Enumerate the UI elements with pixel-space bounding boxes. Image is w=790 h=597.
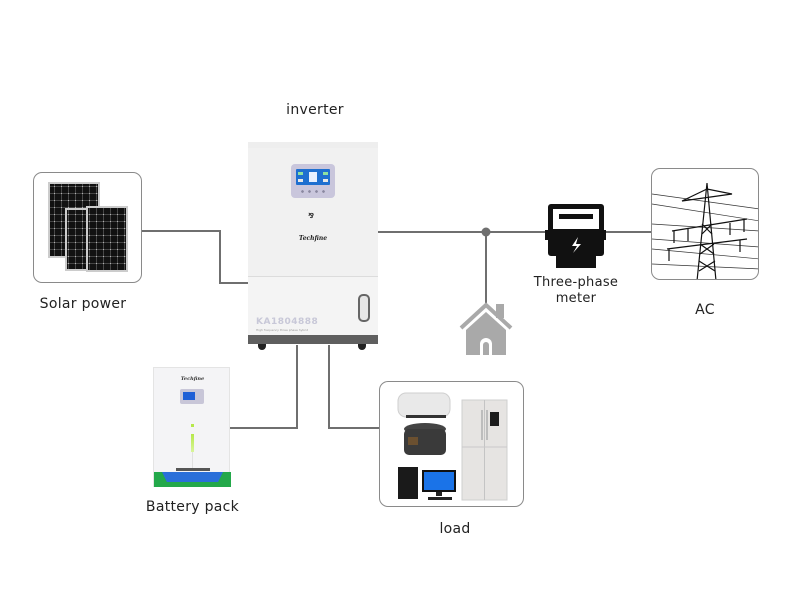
wire-solar-inverter xyxy=(142,230,248,284)
battery-brand: Techfine xyxy=(180,376,205,382)
battery-device: Techfine xyxy=(153,367,231,487)
grid-label: AC xyxy=(695,302,715,318)
inverter-subtitle: High frequency three phase hybrid xyxy=(256,328,309,332)
appliances-icon xyxy=(397,392,508,501)
meter-label-line1: Three-phase xyxy=(533,275,619,290)
inverter-device: ⅋ Techfine KA1804888 High frequency thre… xyxy=(248,142,378,352)
inverter-logo-icon: ⅋ xyxy=(308,212,315,220)
rice-cooker-icon xyxy=(404,423,446,455)
grid-card xyxy=(651,168,759,280)
solar-card xyxy=(33,172,142,283)
solar-label: Solar power xyxy=(39,296,127,312)
three-phase-meter-icon xyxy=(545,204,606,268)
inverter-model: KA1804888 xyxy=(256,317,319,327)
battery-led xyxy=(191,424,194,427)
load-label: load xyxy=(439,521,471,537)
battery-display xyxy=(180,389,204,404)
load-card xyxy=(379,381,524,507)
refrigerator-icon xyxy=(461,399,508,501)
wire-inverter-battery xyxy=(230,345,298,429)
inverter-wheel-left xyxy=(258,344,266,350)
battery-level-bar xyxy=(191,434,194,452)
inverter-wheel-right xyxy=(358,344,366,350)
water-heater-icon xyxy=(397,392,451,418)
meter-label: Three-phase meter xyxy=(526,275,626,307)
solar-panel-icon xyxy=(48,182,128,272)
inverter-handle xyxy=(358,294,370,322)
inverter-label: inverter xyxy=(286,102,344,118)
junction-dot xyxy=(481,227,491,237)
house-icon xyxy=(459,302,513,355)
wire-inverter-load xyxy=(328,345,380,429)
computer-icon xyxy=(398,467,456,500)
meter-label-line2: meter xyxy=(555,291,597,306)
inverter-base xyxy=(248,335,378,344)
inverter-display xyxy=(291,164,335,198)
power-tower-icon xyxy=(652,182,758,279)
battery-label: Battery pack xyxy=(145,499,240,515)
inverter-brand: Techfine xyxy=(298,235,328,242)
